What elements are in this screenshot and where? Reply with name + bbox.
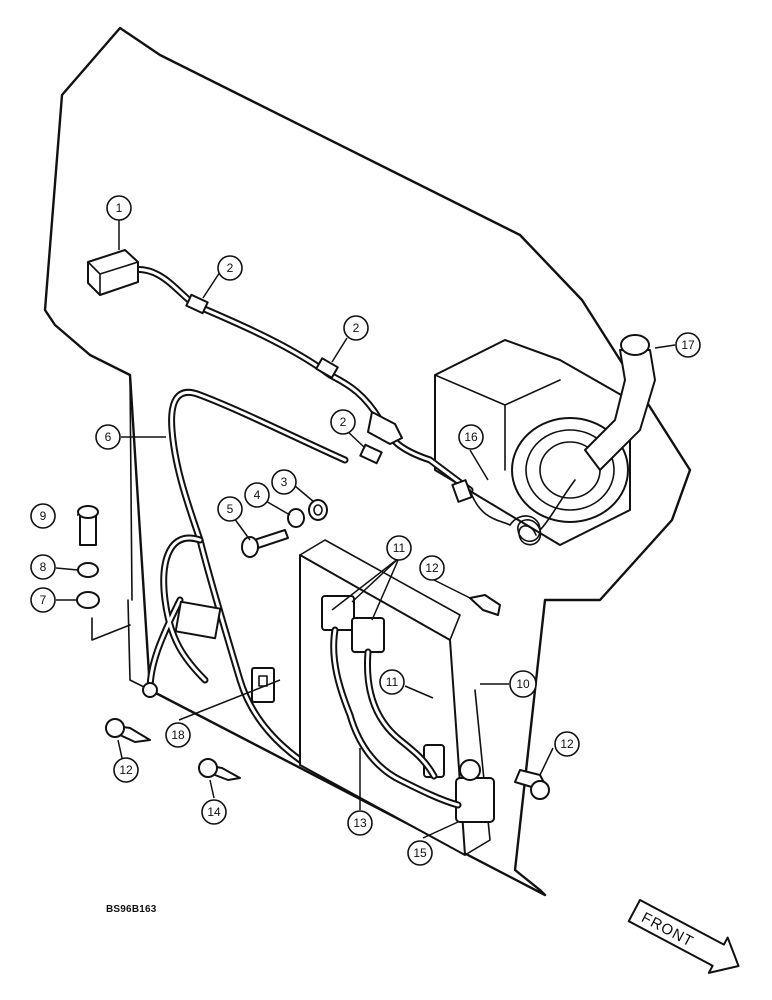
callout-11-b: 11 xyxy=(379,669,405,695)
svg-text:16: 16 xyxy=(464,430,478,444)
callout-11-a: 11 xyxy=(386,535,412,561)
washer-3 xyxy=(308,499,328,521)
console-box-top-edge xyxy=(434,374,561,471)
callout-4: 4 xyxy=(244,482,270,508)
callout-14: 14 xyxy=(201,799,227,825)
callout-2-b: 2 xyxy=(343,315,369,341)
svg-text:12: 12 xyxy=(425,561,439,575)
callout-2-a: 2 xyxy=(217,255,243,281)
callout-9: 9 xyxy=(30,503,56,529)
screw-12-a xyxy=(469,594,501,616)
callout-8: 8 xyxy=(30,554,56,580)
callout-13: 13 xyxy=(347,810,373,836)
connector-18 xyxy=(251,667,275,703)
washer-4 xyxy=(287,508,305,528)
bolt-9-head xyxy=(77,505,99,519)
lever-knob xyxy=(620,334,650,356)
screw-head-12-b xyxy=(105,718,125,738)
svg-text:5: 5 xyxy=(227,502,234,516)
callout-12-c: 12 xyxy=(554,731,580,757)
svg-text:2: 2 xyxy=(340,415,347,429)
mounting-plate-flange xyxy=(299,539,491,856)
callout-1: 1 xyxy=(106,195,132,221)
coiled-wire xyxy=(469,479,576,546)
lever-boot-ring-1 xyxy=(525,429,615,511)
hardware-bracket-line xyxy=(91,617,131,641)
callout-5: 5 xyxy=(217,496,243,522)
callout-18: 18 xyxy=(165,722,191,748)
svg-text:9: 9 xyxy=(40,509,47,523)
plate-harness-core xyxy=(332,628,460,807)
svg-text:10: 10 xyxy=(516,677,530,691)
callout-12-a: 12 xyxy=(419,555,445,581)
front-direction-arrow: FRONT xyxy=(627,899,740,974)
svg-text:13: 13 xyxy=(353,816,367,830)
svg-text:8: 8 xyxy=(40,560,47,574)
screw-head-14 xyxy=(198,758,218,778)
svg-text:15: 15 xyxy=(413,846,427,860)
svg-text:11: 11 xyxy=(386,675,399,689)
callout-16: 16 xyxy=(458,424,484,450)
connector-1-edge xyxy=(87,261,139,296)
screw-head-12-c xyxy=(530,780,550,800)
svg-text:7: 7 xyxy=(40,593,47,607)
svg-text:1: 1 xyxy=(116,201,123,215)
relay-11-a xyxy=(321,595,355,631)
washer-7 xyxy=(76,591,100,609)
clamp-2-a xyxy=(185,293,209,315)
callout-10: 10 xyxy=(509,670,537,698)
washer-8 xyxy=(77,562,99,578)
ground-terminal xyxy=(142,682,158,698)
clamp-2-b xyxy=(315,357,339,379)
leader-lines xyxy=(55,220,676,839)
reference-code: BS96B163 xyxy=(106,904,157,915)
svg-text:14: 14 xyxy=(207,805,221,819)
callout-12-b: 12 xyxy=(113,757,139,783)
svg-text:4: 4 xyxy=(254,488,261,502)
component-15 xyxy=(455,777,495,823)
svg-text:12: 12 xyxy=(119,763,133,777)
bolt-5-head xyxy=(241,536,259,558)
clamp-16 xyxy=(451,479,473,503)
svg-text:17: 17 xyxy=(681,338,695,352)
lever-shaft xyxy=(584,349,656,471)
cab-panel-outline xyxy=(43,26,692,897)
washer-3-hole xyxy=(313,504,323,516)
harness-junction-block xyxy=(174,600,222,640)
callout-17: 17 xyxy=(675,332,701,358)
inline-connector xyxy=(367,411,403,445)
connector-1 xyxy=(87,249,139,296)
svg-text:12: 12 xyxy=(560,737,574,751)
relay-11-b xyxy=(351,617,385,653)
upper-harness-core xyxy=(128,267,472,492)
callout-7: 7 xyxy=(30,587,56,613)
clamp-2-c xyxy=(359,443,383,465)
callout-2-c: 2 xyxy=(330,409,356,435)
component-15-ring xyxy=(459,759,481,781)
callout-balloons: 1 2 2 2 3 4 5 6 7 8 9 10 11 11 11 12 12 … xyxy=(30,195,701,866)
svg-text:3: 3 xyxy=(281,475,288,489)
svg-text:6: 6 xyxy=(105,430,112,444)
svg-text:2: 2 xyxy=(353,321,360,335)
svg-text:2: 2 xyxy=(227,261,234,275)
svg-text:18: 18 xyxy=(171,728,185,742)
callout-15: 15 xyxy=(407,840,433,866)
svg-text:11: 11 xyxy=(393,541,406,555)
callout-3: 3 xyxy=(271,469,297,495)
callout-6: 6 xyxy=(95,424,121,450)
